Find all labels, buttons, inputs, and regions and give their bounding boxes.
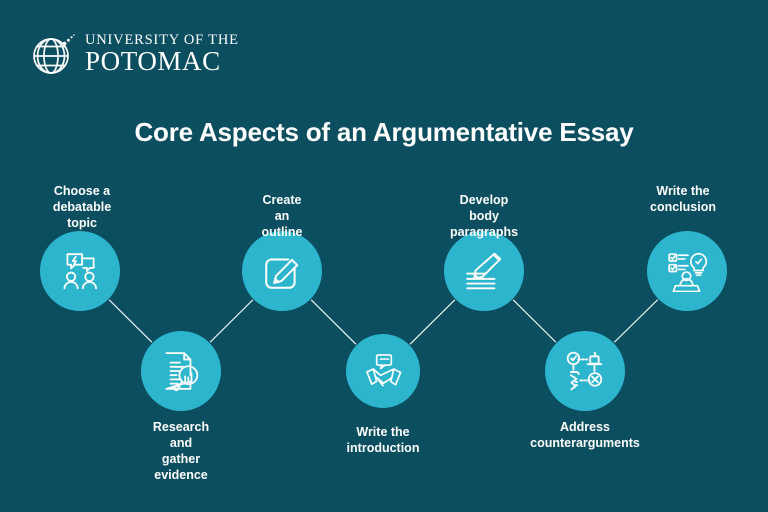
flow-connector-line — [613, 299, 659, 343]
debate-people-icon — [63, 253, 97, 290]
flow-step-label-6: Address counterarguments — [530, 420, 640, 450]
flow-step-circle-7[interactable] — [647, 231, 727, 311]
brand-wordmark: UNIVERSITY OF THE POTOMAC — [85, 33, 239, 76]
flow-step-circle-5[interactable] — [444, 231, 524, 311]
flow-connector-line — [310, 299, 357, 345]
flow-connector-line — [209, 299, 254, 343]
pencil-lines-icon — [466, 252, 502, 290]
flowchart-check-cross-icon — [566, 351, 603, 391]
flow-step-label-4: Write the introduction — [346, 425, 420, 455]
handshake-icon — [365, 353, 401, 386]
flow-step-circle-4[interactable] — [346, 334, 420, 408]
brand-line-2: POTOMAC — [85, 46, 221, 77]
flow-step-label-2: Research and gather evidence — [152, 420, 210, 482]
flow-step-circle-1[interactable] — [40, 231, 120, 311]
flow-step-circle-6[interactable] — [545, 331, 625, 411]
flow-step-circle-2[interactable] — [141, 331, 221, 411]
flow-step-label-7: Write the conclusion — [650, 184, 716, 214]
flow-step-label-5: Develop body paragraphs — [449, 193, 519, 239]
page-title: Core Aspects of an Argumentative Essay — [134, 117, 634, 147]
flow-step-label-3: Create an outline — [261, 193, 303, 239]
flow-connector-line — [108, 299, 153, 343]
flow-step-circle-3[interactable] — [242, 231, 322, 311]
podium-speaker-icon — [668, 252, 708, 292]
brand-line-1: UNIVERSITY OF THE — [85, 31, 239, 48]
flow-step-label-1: Choose a debatable topic — [52, 184, 112, 230]
flow-connector-line — [512, 299, 557, 343]
globe-icon — [30, 31, 76, 77]
flow-connector-line — [409, 299, 456, 345]
document-magnifier-icon — [165, 352, 199, 392]
pencil-square-icon — [265, 258, 299, 289]
brand-logo: UNIVERSITY OF THE POTOMAC — [30, 31, 239, 77]
